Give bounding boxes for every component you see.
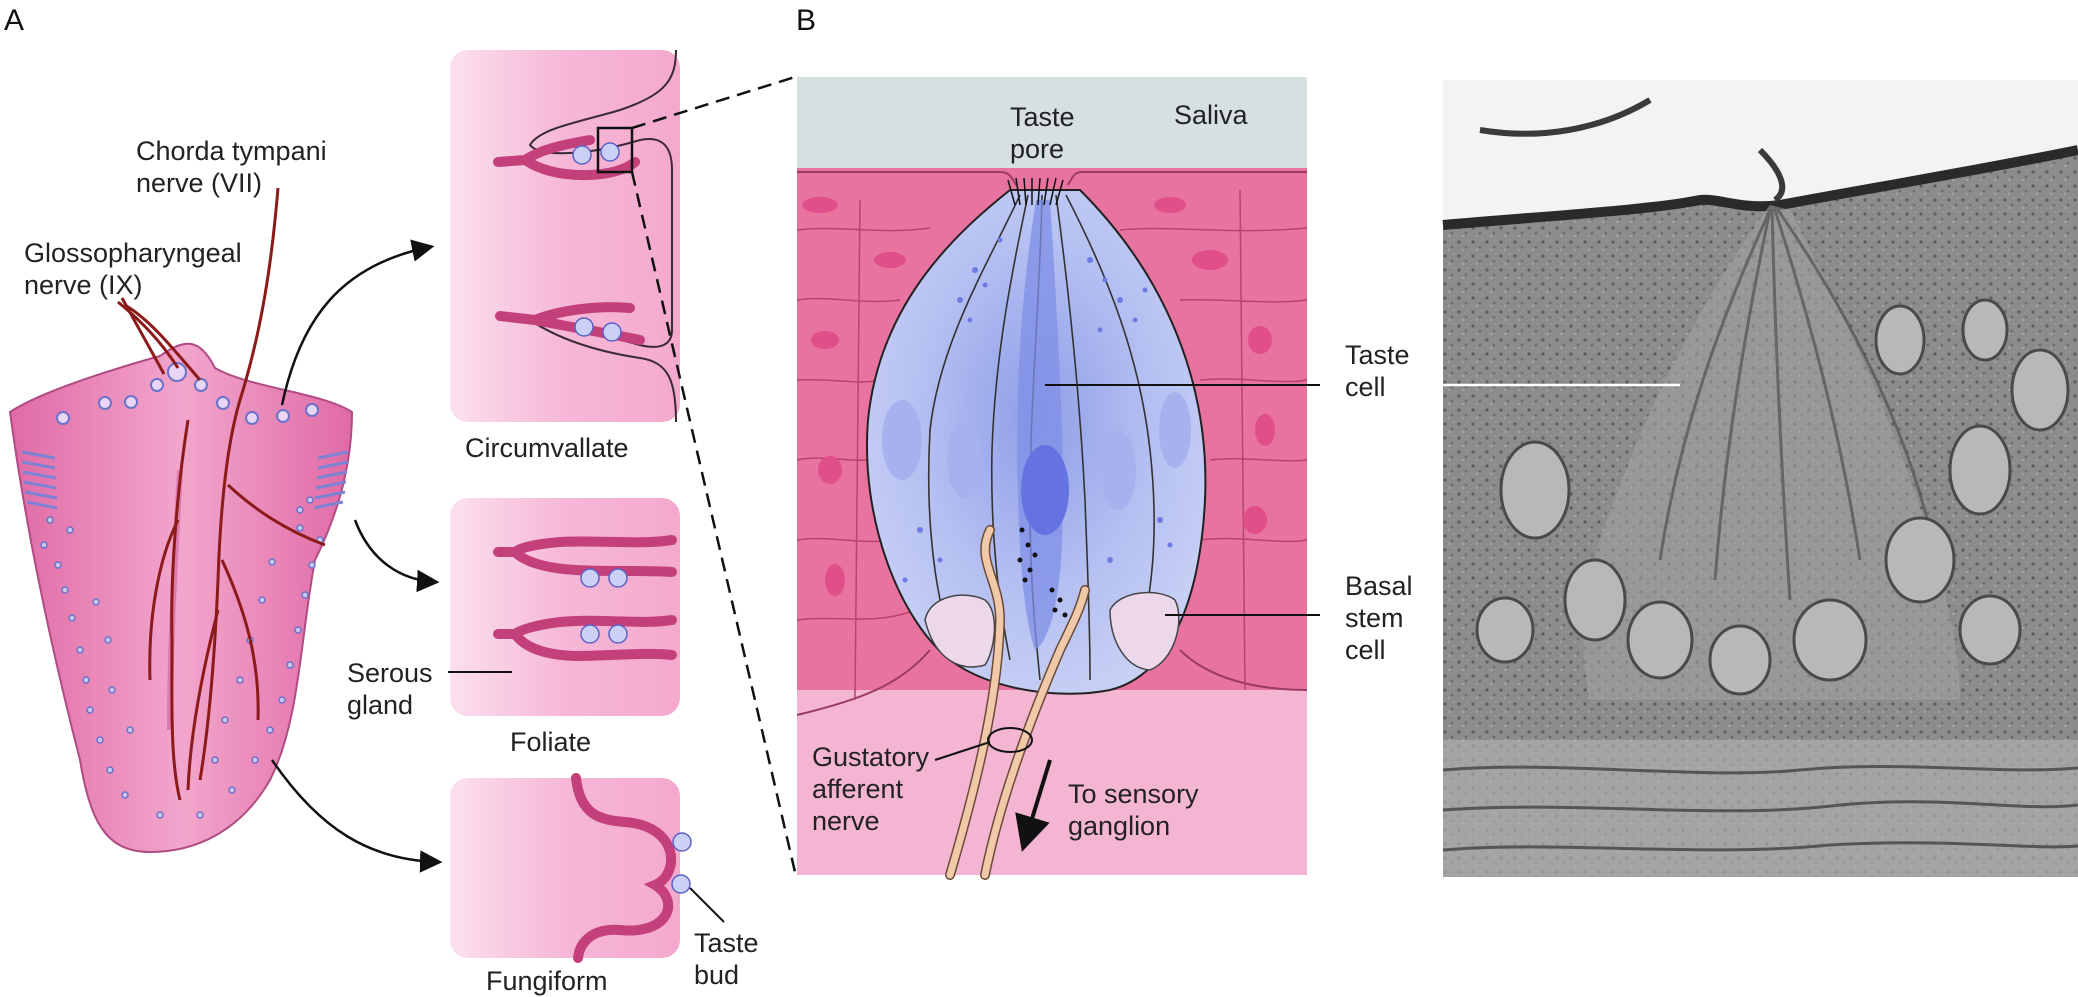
circumvallate-taste-buds xyxy=(572,142,622,342)
foliate-papilla xyxy=(450,498,680,716)
microvilli xyxy=(1007,177,1064,206)
tongue-illustration xyxy=(8,187,354,854)
fungiform-taste-buds xyxy=(671,832,692,894)
basal-stem-cells xyxy=(924,591,1180,671)
epithelial-cells xyxy=(796,189,1308,701)
panel-b-label: B xyxy=(796,4,816,37)
fungiform-dots xyxy=(40,496,324,819)
basal-stem-label: Basal stem cell xyxy=(1345,571,1420,665)
foliate-crypt-1 xyxy=(493,535,677,577)
circumvallate-crypt-1 xyxy=(493,135,640,181)
circumvallate-papillae xyxy=(56,362,319,425)
ganglion-arrow xyxy=(1015,759,1052,852)
saliva-layer xyxy=(797,77,1307,172)
micrograph-fibers xyxy=(1658,209,1932,601)
micrograph-surface xyxy=(1442,145,2078,230)
fungiform-papilla xyxy=(450,773,692,963)
afferent-nerve-fibers xyxy=(945,525,1090,880)
panel-a-label: A xyxy=(4,4,24,37)
taste-bud-label: Taste bud xyxy=(694,928,766,990)
taste-bud-leader xyxy=(689,887,725,923)
micrograph-bud-fan xyxy=(1583,205,1960,700)
taste-bud-detail xyxy=(796,77,1308,880)
zoom-line-bottom xyxy=(630,171,797,873)
arrow-to-fungiform xyxy=(270,759,443,873)
central-taste-cell xyxy=(1017,200,1063,650)
nerve-marker xyxy=(987,727,1033,753)
taste-cell-label: Taste cell xyxy=(1345,340,1417,402)
fungiform-surface xyxy=(571,773,677,963)
chorda-tympani-nerve xyxy=(186,187,326,791)
micrograph-connective-fibers xyxy=(1442,764,2078,852)
foliate-taste-buds xyxy=(580,568,628,644)
taste-pore-label: Taste pore xyxy=(1010,102,1082,164)
cell-nuclei xyxy=(882,392,1191,510)
central-cell-nucleus xyxy=(1021,445,1069,535)
arrow-to-foliate xyxy=(353,519,440,593)
foliate-label: Foliate xyxy=(510,727,591,757)
lamina-propria xyxy=(797,690,1307,875)
arrow-to-circumvallate xyxy=(280,239,435,406)
micrograph-nuclei xyxy=(1475,298,2070,696)
foliate-ridges-left xyxy=(21,450,58,510)
to-ganglion-label: To sensory ganglion xyxy=(1068,779,1206,841)
epithelium-border xyxy=(797,171,1307,186)
fungiform-label: Fungiform xyxy=(486,966,608,996)
chorda-tympani-label: Chorda tympani nerve (VII) xyxy=(136,136,334,198)
zoom-line-top xyxy=(631,75,796,130)
glosso-leader xyxy=(120,297,166,375)
serous-gland-label: Serous gland xyxy=(347,658,440,720)
foliate-crypt-2 xyxy=(493,615,677,662)
circumvallate-label: Circumvallate xyxy=(465,433,629,463)
glossopharyngeal-nerve xyxy=(117,300,202,801)
magnify-box xyxy=(596,126,634,174)
basement-membrane xyxy=(796,649,1308,716)
gustatory-nerve-label: Gustatory afferent nerve xyxy=(812,742,937,836)
vesicles xyxy=(902,237,1173,583)
circumvallate-papilla xyxy=(450,49,680,423)
tongue-shape xyxy=(8,342,354,854)
electron-micrograph xyxy=(1442,80,2078,877)
saliva-label: Saliva xyxy=(1174,100,1249,130)
synaptic-vesicles xyxy=(1017,527,1068,618)
micrograph-debris xyxy=(1479,97,1786,203)
epithelial-nuclei xyxy=(802,197,1275,596)
circumvallate-surface xyxy=(526,49,677,423)
gustatory-leader xyxy=(934,741,991,761)
foliate-ridges-right xyxy=(313,450,349,510)
glossopharyngeal-label: Glossopharyngeal nerve (IX) xyxy=(24,238,249,300)
